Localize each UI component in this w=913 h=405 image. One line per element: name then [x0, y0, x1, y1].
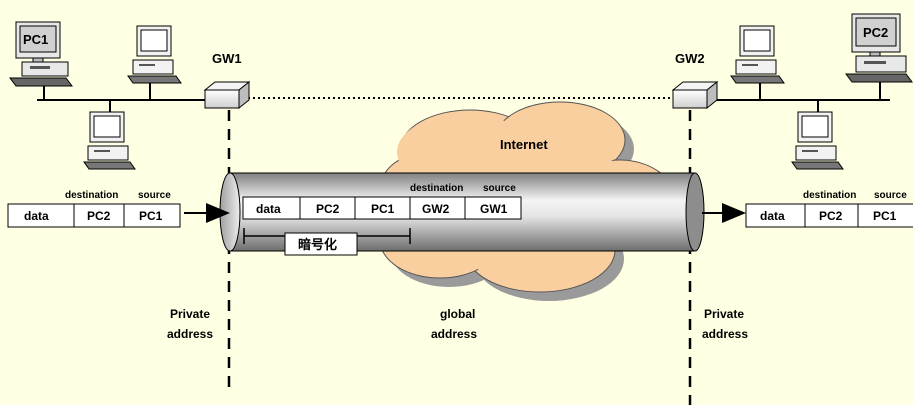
packet-cell: data	[256, 202, 281, 216]
packet-header-destination: destination	[410, 183, 463, 194]
right-packet: data PC2 PC1	[745, 203, 913, 228]
gw2-label: GW2	[675, 51, 705, 66]
gw2-router-icon	[671, 80, 719, 110]
packet-header-source: source	[874, 190, 907, 201]
zone-label: global	[440, 307, 475, 321]
packet-cell: PC2	[87, 209, 111, 223]
pc1-computer-icon	[9, 21, 73, 87]
packet-cell: data	[760, 209, 785, 223]
gw1-router-icon	[203, 80, 251, 110]
packet-cell: PC1	[873, 209, 897, 223]
pc1-label: PC1	[23, 32, 48, 47]
zone-label: address	[702, 327, 748, 341]
encryption-label: 暗号化	[298, 237, 337, 252]
zone-label: Private	[704, 307, 744, 321]
packet-cell: PC2	[316, 202, 340, 216]
computer-icon	[791, 111, 844, 170]
computer-icon	[730, 25, 785, 84]
left-packet: data PC2 PC1	[7, 203, 181, 228]
zone-label: address	[431, 327, 477, 341]
packet-cell: PC2	[819, 209, 843, 223]
packet-header-source: source	[138, 190, 171, 201]
computer-icon	[127, 25, 182, 84]
packet-header-source: source	[483, 183, 516, 194]
pc2-computer-icon	[845, 13, 913, 83]
zone-label: address	[167, 327, 213, 341]
zone-label: Private	[170, 307, 210, 321]
gw1-label: GW1	[212, 51, 242, 66]
packet-cell: PC1	[371, 202, 395, 216]
internet-label: Internet	[500, 137, 548, 152]
packet-cell: GW2	[422, 202, 450, 216]
packet-header-destination: destination	[803, 190, 856, 201]
packet-cell: GW1	[480, 202, 508, 216]
pc2-label: PC2	[863, 25, 888, 40]
tunnel-packet: data PC2 PC1 GW2 GW1	[242, 196, 522, 220]
computer-icon	[83, 111, 136, 170]
packet-cell: PC1	[139, 209, 163, 223]
packet-cell: data	[24, 209, 49, 223]
packet-header-destination: destination	[65, 190, 118, 201]
